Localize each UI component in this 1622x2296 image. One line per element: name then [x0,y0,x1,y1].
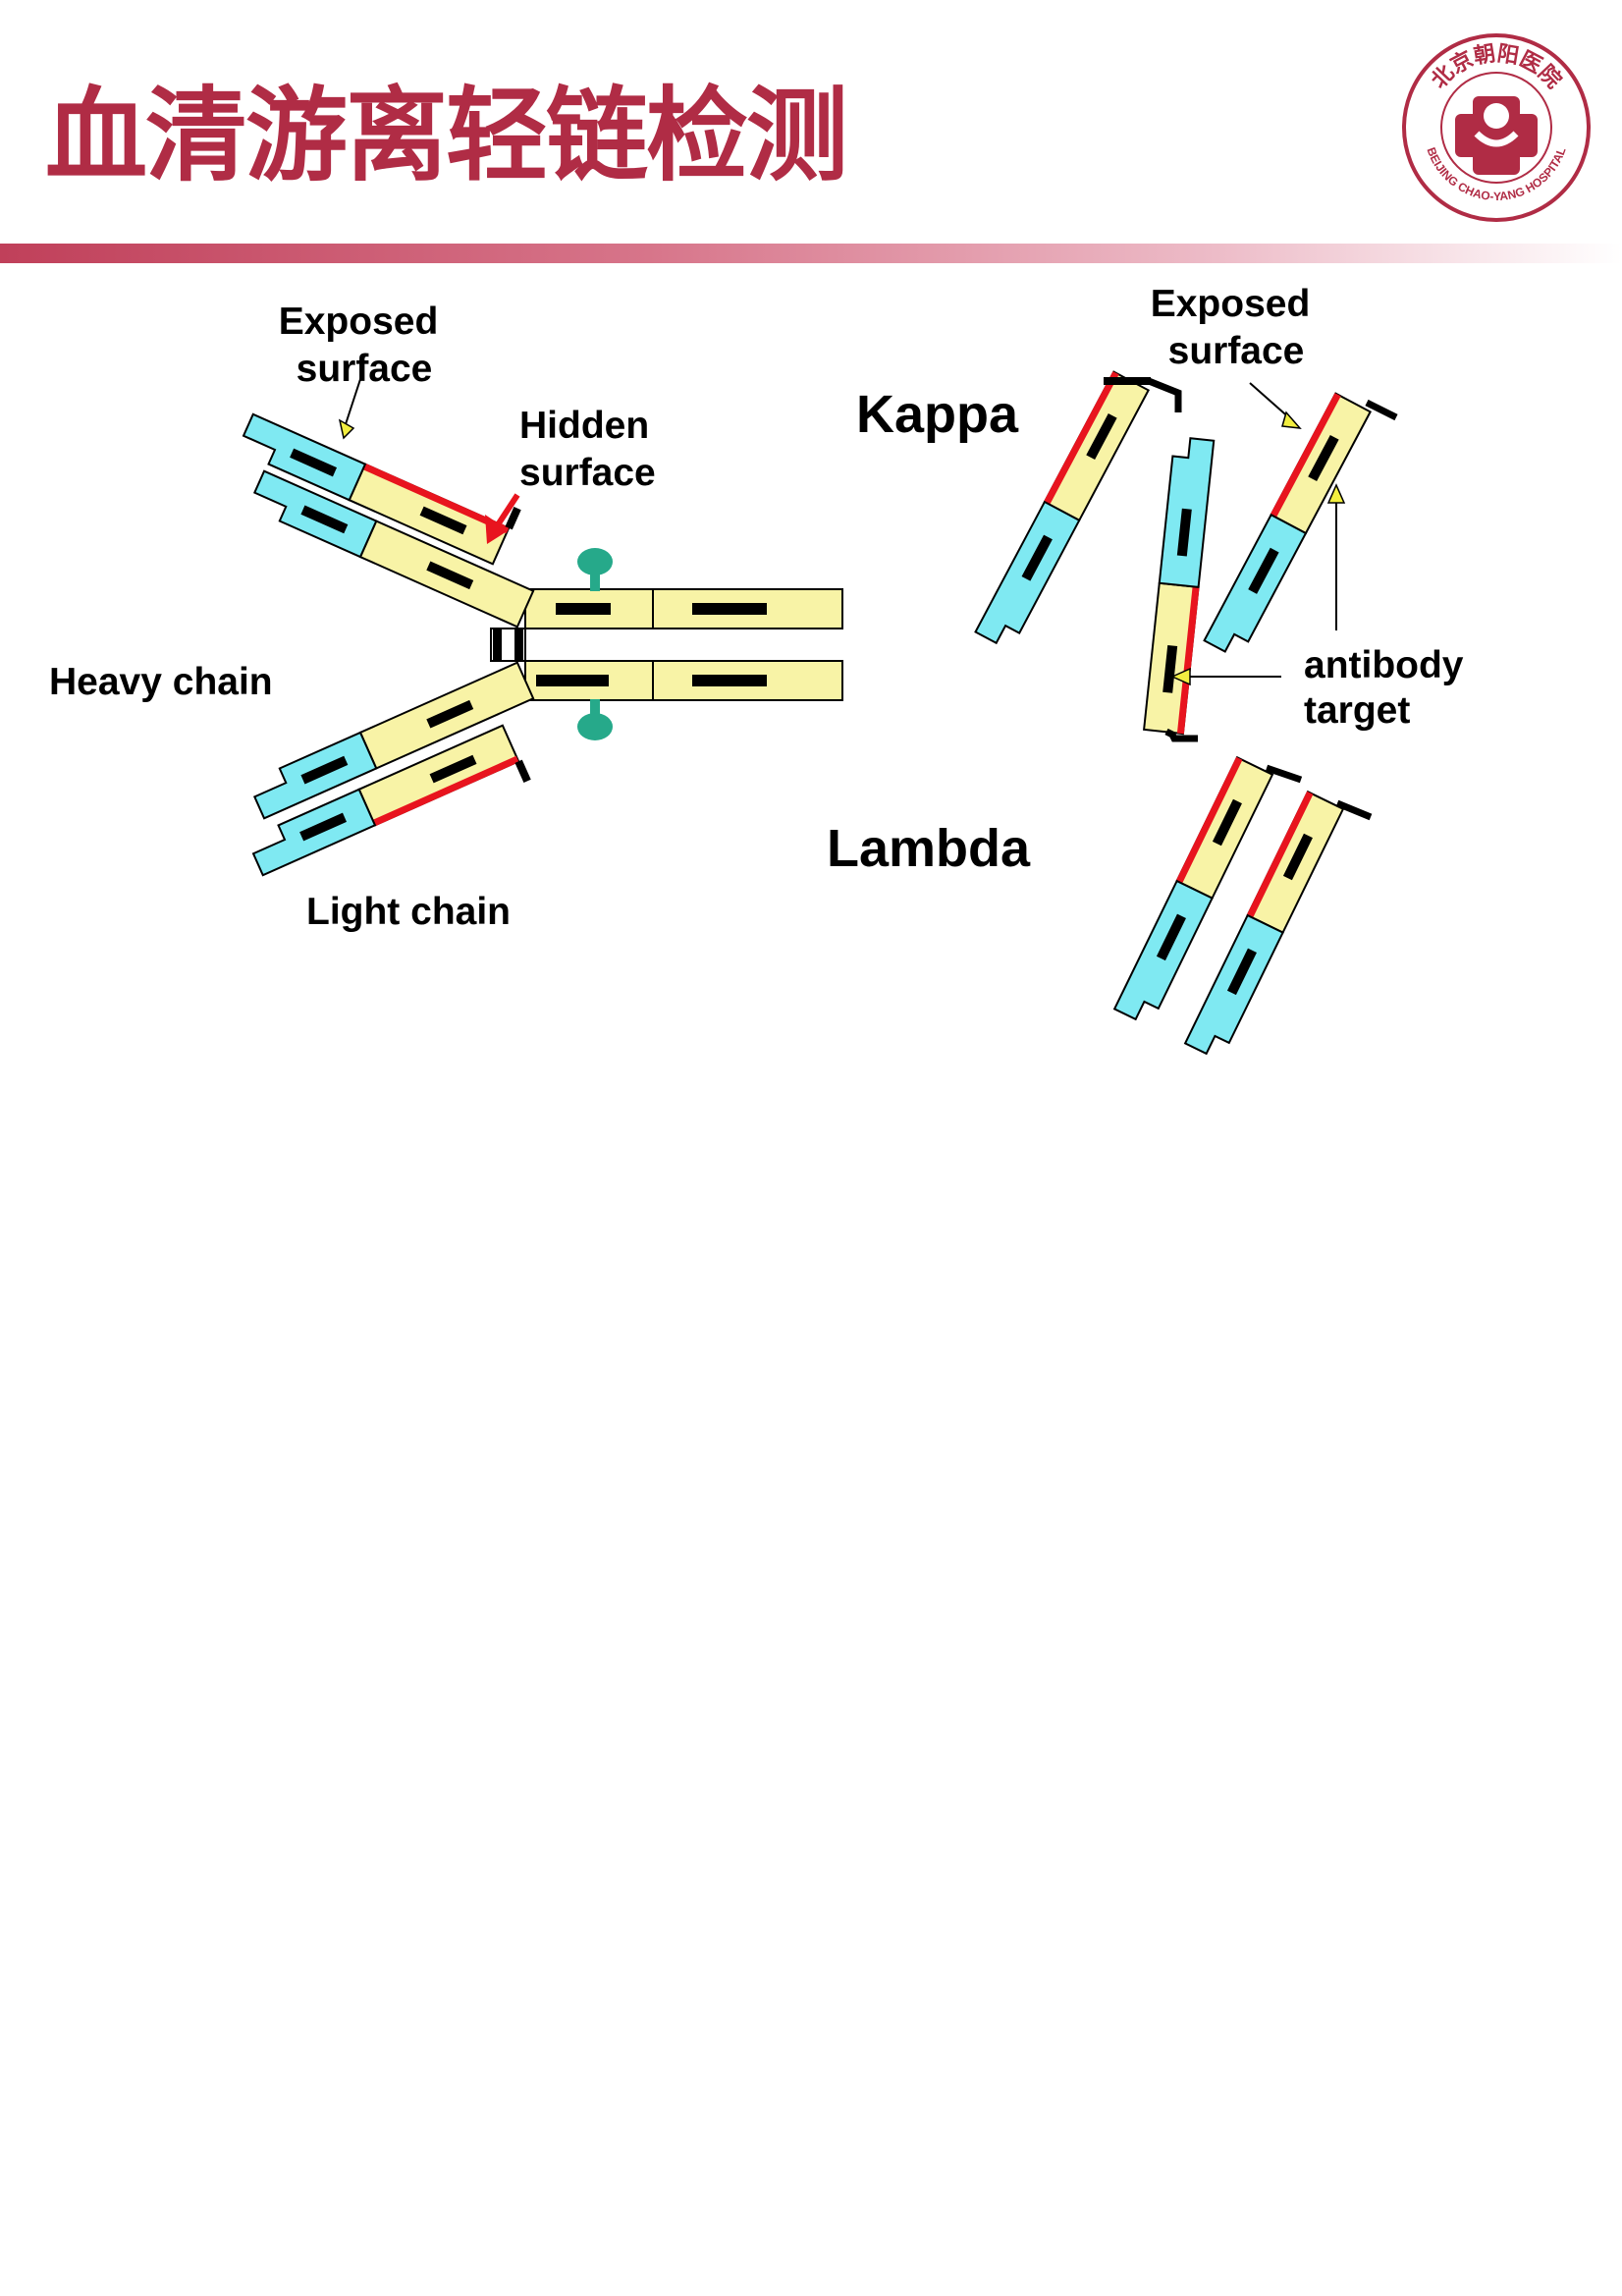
hidden-surface-arrow [485,493,520,544]
label-exposed-surface-left-1: Exposed [279,301,439,343]
label-light-chain: Light chain [306,891,511,933]
kappa-cap-2 [1164,728,1198,742]
upper-heavy-chain [252,469,535,629]
fc-region [490,588,843,701]
exposed-surface-arrow-left [338,369,364,440]
label-exposed-surface-left-2: surface [297,348,433,390]
free-light-chains [974,370,1398,1056]
page-title: 血清游离轻链检测 [45,76,848,195]
lambda-cap-1 [1265,764,1303,784]
kappa-chain-1 [974,370,1151,645]
exposed-surface-arrow-right [1249,382,1302,429]
carbohydrate-bottom [577,699,613,740]
lambda-cap-2 [1335,799,1373,821]
label-exposed-surface-right-2: surface [1168,330,1305,372]
title-divider [0,244,1622,263]
lambda-chain-2 [1183,790,1345,1056]
label-antibody-target-1: antibody [1304,644,1464,686]
upper-light-chain [242,412,521,566]
label-kappa: Kappa [856,385,1019,444]
label-exposed-surface-right-1: Exposed [1151,283,1311,325]
label-hidden-1: Hidden [519,405,649,447]
hospital-logo: 北京朝阳医院 BEIJING CHAO-YANG HOSPITAL [1402,33,1591,222]
lower-heavy-chain [252,661,535,820]
kappa-chain-3 [1203,392,1373,653]
antibody-target-arrow-up [1326,483,1346,630]
kappa-cap-1 [1147,377,1182,412]
antibody-diagram: Exposed surface Hidden surface Heavy cha… [49,283,1464,1056]
carbohydrate-top [577,548,613,591]
antibody-structure [242,369,843,877]
label-heavy-chain: Heavy chain [49,661,273,703]
antibody-target-arrow-left [1170,667,1281,686]
kappa-chain-2 [1143,437,1216,736]
kappa-cap-3 [1365,399,1398,421]
label-lambda: Lambda [827,819,1031,878]
lower-light-chain [251,724,531,877]
label-hidden-2: surface [519,452,656,494]
lambda-chain-1 [1112,755,1274,1021]
label-antibody-target-2: target [1304,689,1410,732]
